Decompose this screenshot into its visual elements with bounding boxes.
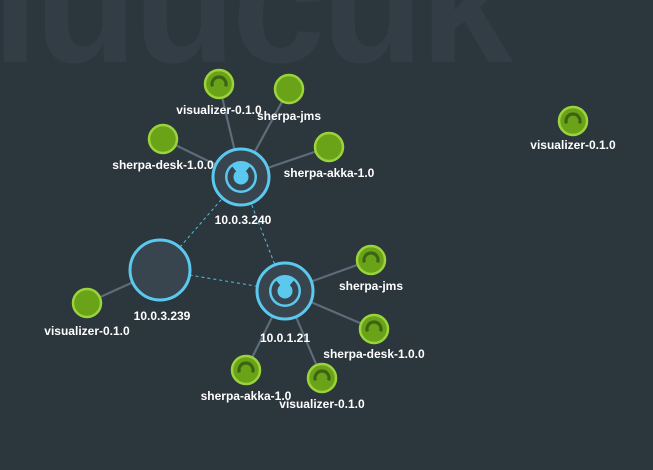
host-node[interactable] <box>255 261 315 321</box>
service-label: visualizer-0.1.0 <box>279 397 365 411</box>
service-label: sherpa-akka-1.0 <box>284 166 375 180</box>
ring-icon <box>365 320 383 332</box>
ring-icon <box>362 251 380 263</box>
loading-ring-icon <box>227 166 255 191</box>
service-label: sherpa-akka-1.0 <box>201 389 292 403</box>
service-circle <box>306 362 338 394</box>
service-label: visualizer-0.1.0 <box>176 103 262 117</box>
service-circle <box>203 68 235 100</box>
service-circle <box>71 287 103 319</box>
service-circle <box>355 244 387 276</box>
host-label: 10.0.1.21 <box>260 331 310 345</box>
links-layer <box>86 83 375 379</box>
service-label: sherpa-desk-1.0.0 <box>323 347 425 361</box>
service-label: visualizer-0.1.0 <box>530 138 616 152</box>
ring-icon <box>237 361 255 373</box>
service-circle <box>358 313 390 345</box>
service-circle <box>313 131 345 163</box>
host-label: 10.0.3.240 <box>215 213 272 227</box>
service-circle <box>273 73 305 105</box>
service-node[interactable] <box>358 313 390 345</box>
service-node[interactable] <box>313 131 345 163</box>
loading-ring-icon <box>271 280 299 305</box>
host-node[interactable] <box>128 238 192 302</box>
service-node[interactable] <box>203 68 235 100</box>
ring-icon <box>564 112 582 124</box>
service-node[interactable] <box>306 362 338 394</box>
labels-layer: 10.0.3.240 10.0.3.239 10.0.1.21 visualizer-… <box>44 103 616 411</box>
service-node[interactable] <box>557 105 589 137</box>
service-node[interactable] <box>147 123 179 155</box>
host-circle <box>128 238 192 302</box>
service-node[interactable] <box>355 244 387 276</box>
service-label: sherpa-jms <box>257 109 321 123</box>
service-circle <box>557 105 589 137</box>
ring-icon <box>313 369 331 381</box>
service-label: visualizer-0.1.0 <box>44 324 130 338</box>
host-node[interactable] <box>211 147 271 207</box>
service-label: sherpa-jms <box>339 279 403 293</box>
host-label: 10.0.3.239 <box>134 309 191 323</box>
service-node[interactable] <box>71 287 103 319</box>
ring-icon <box>210 75 228 87</box>
background-watermark: luucuk <box>0 0 513 98</box>
nodes-layer <box>71 68 589 394</box>
service-node[interactable] <box>273 73 305 105</box>
service-circle <box>230 354 262 386</box>
service-circle <box>147 123 179 155</box>
service-label: sherpa-desk-1.0.0 <box>112 158 214 172</box>
service-node[interactable] <box>230 354 262 386</box>
